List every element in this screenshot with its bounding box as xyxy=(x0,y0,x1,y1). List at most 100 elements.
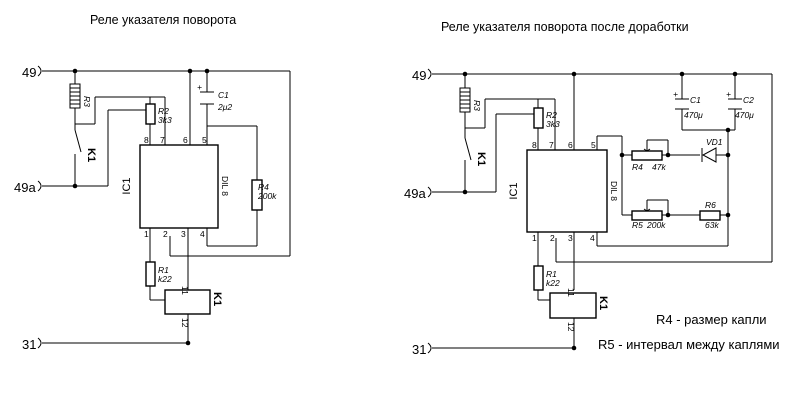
right-terminal-31: 31 xyxy=(412,342,426,357)
right-junction xyxy=(665,152,671,158)
right-junction xyxy=(732,71,738,77)
left-ic1-pin4: 4 xyxy=(200,229,205,239)
right-r4-wiper xyxy=(643,146,651,152)
right-r6-value: 63k xyxy=(705,220,719,230)
right-r2-name: R2 xyxy=(546,110,557,120)
right-junction xyxy=(571,345,577,351)
left-r4-resistor xyxy=(251,179,263,211)
left-k1-contact-switch xyxy=(74,129,82,153)
left-k1-pin11: 11 xyxy=(180,286,190,295)
right-k1-pin12: 12 xyxy=(566,322,576,332)
left-junction xyxy=(185,340,191,346)
right-junction xyxy=(679,71,685,77)
right-ic1-pin3: 3 xyxy=(568,233,573,243)
left-k1-contact-label: K1 xyxy=(85,148,97,162)
left-r1-resistor xyxy=(145,261,156,287)
left-terminal-49a: 49a xyxy=(14,180,36,195)
right-r6-name: R6 xyxy=(705,200,716,210)
right-r1-resistor xyxy=(533,265,544,291)
right-r5-potentiometer xyxy=(631,210,663,221)
left-k1-coil-label: K1 xyxy=(211,292,223,306)
left-ic1-package: DIL 8 xyxy=(220,176,230,196)
left-terminal-49a-symbol xyxy=(37,180,42,192)
right-circuit: Реле указателя поворота после доработки … xyxy=(404,20,780,357)
right-note-r4: R4 - размер капли xyxy=(656,312,767,327)
left-terminal-31-symbol xyxy=(37,337,42,349)
right-terminal-49-symbol xyxy=(427,68,432,80)
right-c1-plus: + xyxy=(673,89,678,99)
left-r2-resistor xyxy=(145,103,156,125)
left-ic1-pin8: 8 xyxy=(144,135,149,145)
left-c1-name: C1 xyxy=(218,90,229,100)
left-ic1-pin5: 5 xyxy=(202,135,207,145)
right-r6-resistor xyxy=(699,210,721,221)
left-title: Реле указателя поворота xyxy=(90,13,236,27)
right-junction xyxy=(619,152,625,158)
left-ic1-pin7: 7 xyxy=(160,135,165,145)
right-k1-pin11: 11 xyxy=(566,288,576,297)
left-ic1-label: IC1 xyxy=(121,177,133,194)
right-c2-name: C2 xyxy=(743,95,754,105)
right-wires xyxy=(432,73,773,349)
right-ic1-chip xyxy=(526,149,608,233)
right-r1-value: k22 xyxy=(546,278,560,288)
right-r4-name: R4 xyxy=(632,162,643,172)
right-k1-coil-label: K1 xyxy=(597,296,609,310)
right-r5-name: R5 xyxy=(632,220,643,230)
left-terminal-31: 31 xyxy=(22,337,36,352)
left-c1-plus: + xyxy=(197,82,202,92)
right-ic1-pin1: 1 xyxy=(532,233,537,243)
right-ic1-pin4: 4 xyxy=(590,233,595,243)
left-r2-name: R2 xyxy=(158,106,169,116)
right-junction xyxy=(462,71,468,77)
left-terminal-49: 49 xyxy=(22,65,36,80)
right-r3-windings xyxy=(460,91,470,109)
left-junction xyxy=(72,183,78,189)
left-circuit: Реле указателя поворота 49 49a 31 xyxy=(14,13,291,352)
right-junction xyxy=(725,127,731,133)
right-c1-value: 470μ xyxy=(684,110,703,120)
right-k1-contact-label: K1 xyxy=(475,152,487,166)
right-ic1-pin5: 5 xyxy=(591,140,596,150)
left-r3-label: R3 xyxy=(82,96,92,107)
right-vd1-label: VD1 xyxy=(706,137,723,147)
right-terminal-49: 49 xyxy=(412,68,426,83)
right-ic1-pin7: 7 xyxy=(549,140,554,150)
right-r4-value: 47k xyxy=(652,162,666,172)
right-c2-value: 470μ xyxy=(735,110,754,120)
left-r1-name: R1 xyxy=(158,265,169,275)
right-r2-value: 3k3 xyxy=(546,119,560,129)
right-note-r5: R5 - интервал между каплями xyxy=(598,337,780,352)
left-ic1-pin3: 3 xyxy=(181,229,186,239)
right-junction xyxy=(462,189,468,195)
right-r5-value: 200k xyxy=(646,220,666,230)
left-junction xyxy=(72,68,78,74)
left-c1-value: 2μ2 xyxy=(217,102,232,112)
right-junction xyxy=(571,71,577,77)
right-k1-contact-switch xyxy=(464,137,472,161)
right-r2-resistor xyxy=(533,107,544,129)
left-ic1-pin2: 2 xyxy=(163,229,168,239)
right-terminal-49a: 49a xyxy=(404,186,426,201)
left-r4-name: R4 xyxy=(258,182,269,192)
right-ic1-pin2: 2 xyxy=(550,233,555,243)
right-ic1-package: DIL 8 xyxy=(609,181,619,201)
left-k1-pin12: 12 xyxy=(180,318,190,328)
right-r1-name: R1 xyxy=(546,269,557,279)
right-junction xyxy=(725,152,731,158)
right-k1-coil xyxy=(549,292,597,319)
right-title: Реле указателя поворота после доработки xyxy=(441,20,689,34)
right-ic1-pin6: 6 xyxy=(568,140,573,150)
right-vd1-diode xyxy=(701,147,717,163)
right-ic1-pin8: 8 xyxy=(532,140,537,150)
left-terminal-49-symbol xyxy=(37,65,42,77)
right-c2-plus: + xyxy=(726,89,731,99)
right-junction xyxy=(665,212,671,218)
right-r5-wiper xyxy=(643,206,651,212)
right-terminal-49a-symbol xyxy=(427,186,432,198)
left-r1-value: k22 xyxy=(158,274,172,284)
left-r4-value: 200k xyxy=(257,191,277,201)
left-r3-windings xyxy=(70,87,80,105)
